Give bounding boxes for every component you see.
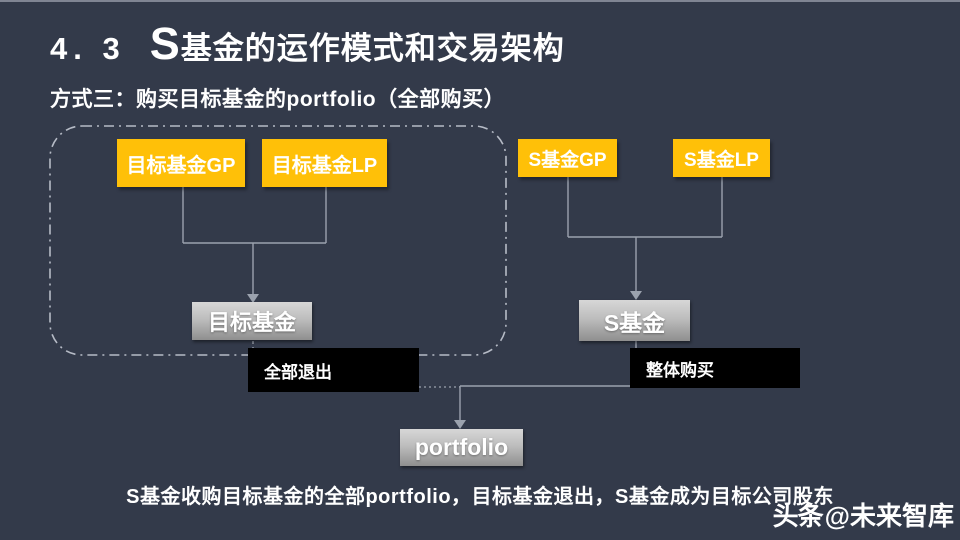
node-target-fund-gp: 目标基金GP: [117, 139, 245, 187]
node-target-fund: 目标基金: [192, 302, 312, 340]
title-row: 4. 3 S基金的运作模式和交易架构: [50, 18, 565, 70]
subtitle: 方式三：购买目标基金的portfolio（全部购买）: [50, 88, 506, 111]
watermark: 头条@未来智库: [773, 496, 954, 533]
top-edge-strip: [0, 0, 960, 2]
watermark-handle: @未来智库: [824, 501, 954, 531]
label-whole-purchase: 整体购买: [630, 348, 800, 388]
watermark-brand: 头条: [772, 501, 824, 531]
node-portfolio: portfolio: [400, 429, 523, 466]
header: 4. 3 S基金的运作模式和交易架构 方式三：购买目标基金的portfolio（…: [50, 18, 565, 113]
node-target-fund-lp: 目标基金LP: [262, 139, 387, 187]
node-s-fund-lp: S基金LP: [673, 139, 770, 177]
section-number: 4. 3: [50, 31, 126, 66]
node-s-fund: S基金: [579, 300, 690, 341]
page-title: S基金的运作模式和交易架构: [149, 18, 565, 69]
label-full-exit: 全部退出: [248, 348, 419, 392]
node-s-fund-gp: S基金GP: [518, 139, 617, 177]
summary-caption: S基金收购目标基金的全部portfolio，目标基金退出，S基金成为目标公司股东: [126, 486, 834, 508]
